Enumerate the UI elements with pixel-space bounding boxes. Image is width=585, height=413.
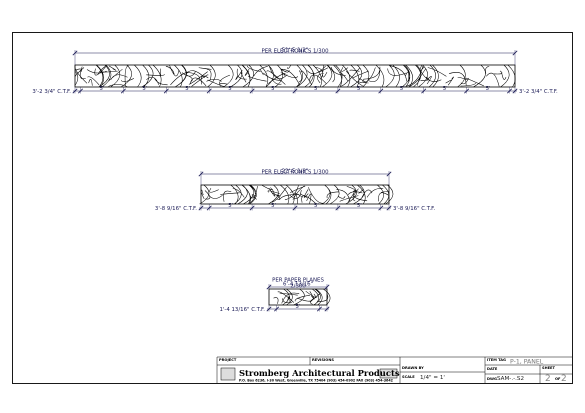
spacing-label: 5' (400, 86, 405, 92)
spacing-label: 5' (271, 203, 276, 209)
spacing-label: 5' (271, 86, 276, 92)
spacing-tick (421, 88, 427, 94)
right-end-dimension: 3'-2 3/4" C.T.F. (519, 89, 558, 95)
overall-dimension-tick (72, 50, 78, 56)
spacing-tick (198, 205, 204, 211)
overall-dimension-tick (324, 284, 330, 290)
sheet-label: SHEET (542, 366, 556, 370)
spacing-tick (316, 306, 322, 312)
item-tag-label: ITEM TAG (487, 358, 506, 362)
spacing-tick (512, 88, 518, 94)
spacing-tick (335, 88, 341, 94)
panel-note: PER PAPER PLANES (272, 278, 324, 284)
scale-label: SCALE (402, 375, 415, 379)
panel-pattern (74, 64, 516, 88)
overall-dimension-label: 6'-4 13/16" (283, 282, 313, 288)
spacing-tick (335, 205, 341, 211)
panel-pattern (199, 184, 394, 205)
title-block-text: PROJECT REVISIONS Stromberg Architectura… (219, 358, 567, 384)
overall-dimension-label: 22'-5 1/8" (282, 169, 309, 175)
item-tag-value: P-1, PANEL (510, 359, 544, 366)
sheet-number: 2 (545, 374, 551, 384)
company-logo-left (220, 367, 236, 381)
spacing-tick (78, 88, 83, 94)
panel-elevation-large: 51'-5 1/2"PER ELECTRONICS 1/300 5' 5' 5' 5' 5… (32, 48, 558, 95)
spacing-tick (206, 205, 212, 211)
sheet-border (12, 32, 573, 384)
spacing-tick (120, 88, 126, 94)
panel-note: PER ELECTRONICS 1/300 (261, 49, 329, 55)
spacing-label: 5' (99, 86, 104, 92)
revisions-label: REVISIONS (312, 358, 334, 362)
overall-dimension-tick (198, 171, 204, 177)
spacing-tick (72, 88, 78, 94)
overall-dimension-tick (386, 171, 392, 177)
spacing-tick (274, 306, 280, 312)
spacing-tick (266, 306, 272, 312)
dwg-value: SAM-.-.S2 (497, 376, 524, 382)
spacing-label: 5' (443, 86, 448, 92)
of-label: OF (555, 377, 561, 381)
spacing-label: 5' (314, 86, 319, 92)
spacing-tick (249, 205, 255, 211)
company-address: P.O. Box 6236, I-30 West, Greenville, TX… (239, 379, 393, 383)
overall-dimension-tick (512, 50, 518, 56)
overall-dimension-label: 51'-5 1/2" (282, 48, 309, 54)
date-label: DATE (487, 367, 498, 371)
panel-note: PER ELECTRONICS 1/300 (261, 170, 329, 176)
spacing-tick (206, 88, 212, 94)
title-block (216, 356, 572, 383)
sheet-total: 2 (561, 374, 567, 384)
spacing-tick (378, 88, 384, 94)
project-label: PROJECT (219, 358, 237, 362)
spacing-label: 5' (357, 86, 362, 92)
panel-elevation-medium: 22'-5 1/8"PER ELECTRONICS 1/300 5' 5' 5' 5' 3… (155, 169, 435, 212)
left-end-dimension: 3'-2 3/4" C.T.F. (32, 89, 71, 95)
spacing-tick (163, 88, 169, 94)
spacing-label: 5' (296, 304, 301, 310)
spacing-tick (507, 88, 512, 94)
spacing-tick (386, 205, 392, 211)
spacing-label: 5' (185, 86, 190, 92)
left-end-dimension: 1'-4 13/16" C.T.F. (219, 307, 265, 313)
drawn-by-label: DRAWN BY (402, 366, 424, 370)
dwg-label: DWG (487, 377, 497, 381)
company-name: Stromberg Architectural Products (239, 368, 400, 378)
spacing-tick (324, 306, 330, 312)
panel-pattern (273, 288, 331, 306)
spacing-tick (378, 205, 384, 211)
spacing-tick (464, 88, 470, 94)
company-logo-right (379, 368, 398, 379)
spacing-label: 5' (357, 203, 362, 209)
scale-value: 1/4" = 1' (420, 375, 445, 381)
spacing-label: 5' (228, 203, 233, 209)
spacing-tick (249, 88, 255, 94)
left-end-dimension: 3'-8 9/16" C.T.F. (155, 206, 197, 212)
overall-dimension-tick (266, 284, 272, 290)
spacing-tick (292, 88, 298, 94)
spacing-label: 5' (228, 86, 233, 92)
panel-note-line-2: 2/300 (290, 284, 306, 290)
spacing-tick (292, 205, 298, 211)
right-end-dimension: 3'-8 9/16" C.T.F. (393, 206, 435, 212)
spacing-label: 5' (142, 86, 147, 92)
spacing-label: 5' (314, 203, 319, 209)
spacing-label: 5' (486, 86, 491, 92)
